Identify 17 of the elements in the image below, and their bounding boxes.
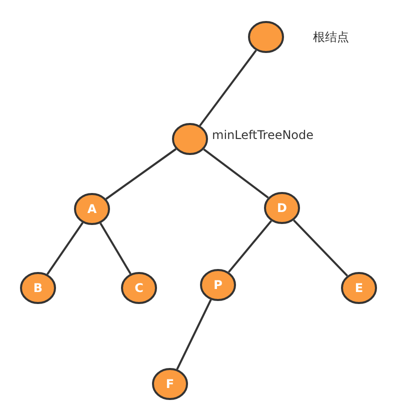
tree-edge bbox=[100, 222, 132, 274]
tree-edge bbox=[105, 148, 177, 200]
node-label: F bbox=[164, 377, 176, 391]
tree-edge bbox=[228, 220, 272, 273]
node-label: P bbox=[212, 278, 224, 292]
node-label: B bbox=[32, 281, 44, 295]
tree-edge bbox=[292, 220, 348, 276]
node-label: C bbox=[134, 281, 144, 295]
node-caption: 根结点 bbox=[313, 30, 349, 44]
tree-edge bbox=[176, 299, 212, 370]
node-label: D bbox=[276, 201, 288, 215]
tree-edge bbox=[203, 148, 269, 198]
tree-edge bbox=[46, 222, 84, 275]
node-caption: minLeftTreeNode bbox=[212, 128, 314, 142]
tree-edge bbox=[199, 50, 257, 126]
node-label: E bbox=[354, 281, 364, 295]
node-label: A bbox=[86, 202, 98, 216]
